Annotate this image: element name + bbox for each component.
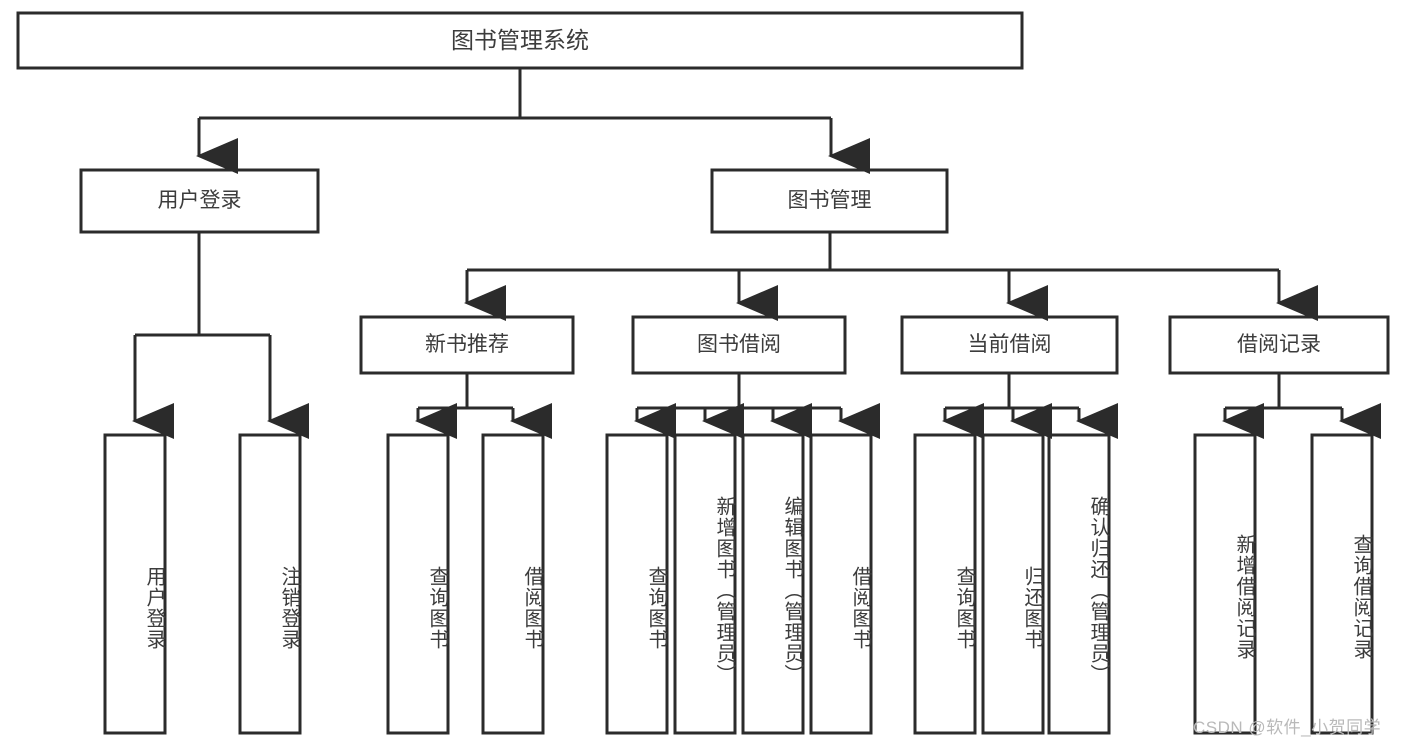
box-leaf-add-record[interactable]: [1193, 433, 1257, 735]
box-leaf-query-book-2[interactable]: [605, 433, 669, 735]
box-book-borrow[interactable]: [631, 315, 847, 375]
box-leaf-borrow-book-2[interactable]: [809, 433, 873, 735]
box-leaf-edit-book[interactable]: [741, 433, 805, 735]
box-book-manage[interactable]: [710, 168, 949, 234]
box-user-login[interactable]: [79, 168, 320, 234]
box-leaf-confirm-return[interactable]: [1047, 433, 1111, 735]
box-leaf-query-book-3[interactable]: [913, 433, 977, 735]
box-leaf-user-login[interactable]: [103, 433, 167, 735]
box-new-book-recommend[interactable]: [359, 315, 575, 375]
box-leaf-query-record[interactable]: [1310, 433, 1374, 735]
box-leaf-logout[interactable]: [238, 433, 302, 735]
box-leaf-return-book[interactable]: [981, 433, 1045, 735]
box-leaf-query-book-1[interactable]: [386, 433, 450, 735]
box-leaf-borrow-book-1[interactable]: [481, 433, 545, 735]
watermark-csdn: CSDN @软件_小贺同学: [1193, 718, 1382, 737]
box-borrow-record[interactable]: [1168, 315, 1390, 375]
box-root[interactable]: [16, 11, 1024, 70]
box-leaf-add-book[interactable]: [673, 433, 737, 735]
box-current-borrow[interactable]: [900, 315, 1119, 375]
